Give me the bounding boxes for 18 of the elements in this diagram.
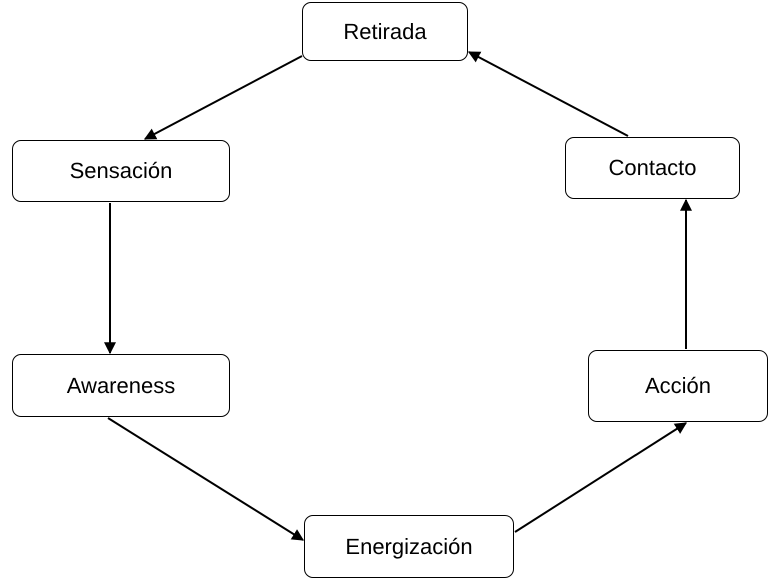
process-box (588, 350, 768, 422)
node-label: Acción (644, 373, 712, 399)
process-box (302, 2, 468, 61)
process-box (12, 354, 230, 417)
node-label: Contacto (608, 155, 697, 181)
arrow (680, 198, 692, 349)
process-box (12, 140, 230, 202)
arrow (468, 51, 628, 137)
node-label: Energización (345, 534, 473, 560)
arrow (104, 203, 116, 354)
process-box (304, 515, 514, 578)
node-label: Awareness (66, 372, 176, 398)
node-label: Retirada (343, 18, 427, 44)
arrow (107, 417, 304, 541)
node-label: Sensación (70, 158, 172, 184)
arrow (144, 55, 302, 140)
arrow (514, 422, 687, 533)
process-box (565, 137, 740, 199)
